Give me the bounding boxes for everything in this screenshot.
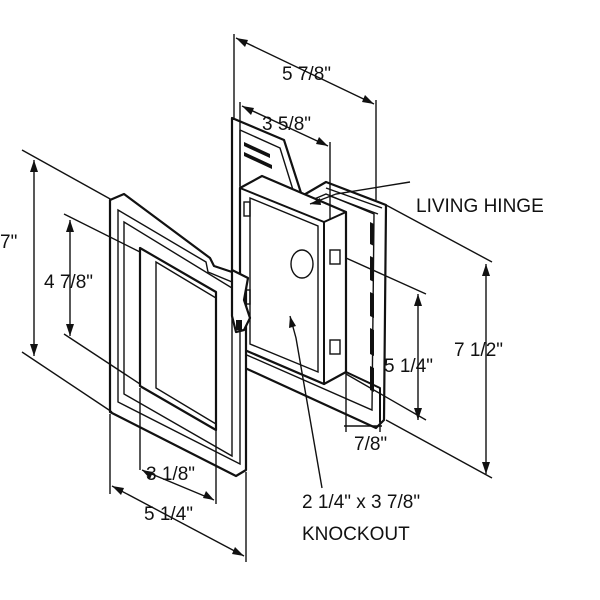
label-box-depth: 7/8"	[354, 434, 387, 455]
cover-hinge-clip	[230, 268, 252, 334]
label-cover-opening-height: 4 7/8"	[44, 272, 93, 293]
front-cover-opening-inner	[155, 260, 217, 426]
mounting-plate	[230, 116, 388, 430]
label-box-height: 5 1/4"	[384, 356, 433, 377]
label-overall-width: 5 7/8"	[282, 64, 331, 85]
label-knockout-size: 2 1/4" x 3 7/8"	[302, 492, 420, 513]
label-mount-height: 7 1/2"	[454, 340, 503, 361]
dimension-lines	[21, 34, 493, 562]
label-knockout: KNOCKOUT	[302, 524, 410, 545]
label-cover-opening-width: 3 1/8"	[146, 464, 195, 485]
box-boss-1	[243, 201, 251, 217]
plate-slot-top-2	[244, 152, 272, 169]
plate-slot-right-4	[370, 328, 374, 356]
front-cover	[108, 192, 252, 478]
living-hinge-groove-2	[329, 195, 379, 215]
plate-slot-right-3	[370, 292, 374, 318]
plate-slot-top	[244, 142, 270, 158]
knockout-circle	[290, 249, 314, 279]
label-living-hinge: LIVING HINGE	[416, 196, 544, 217]
dimension-labels: 5 7/8" 3 5/8" LIVING HINGE 7" 4 7/8" 7 1…	[0, 64, 544, 545]
cover-hinge-pin	[236, 320, 242, 330]
box-boss-4	[329, 339, 341, 355]
label-cover-height: 7"	[0, 232, 17, 253]
label-cover-width: 5 1/4"	[144, 504, 193, 525]
plate-slot-right-1	[370, 222, 374, 246]
label-box-width: 3 5/8"	[262, 114, 311, 135]
living-hinge-groove	[325, 187, 383, 209]
front-cover-frame-face	[123, 220, 233, 458]
box-boss-3	[329, 249, 341, 265]
